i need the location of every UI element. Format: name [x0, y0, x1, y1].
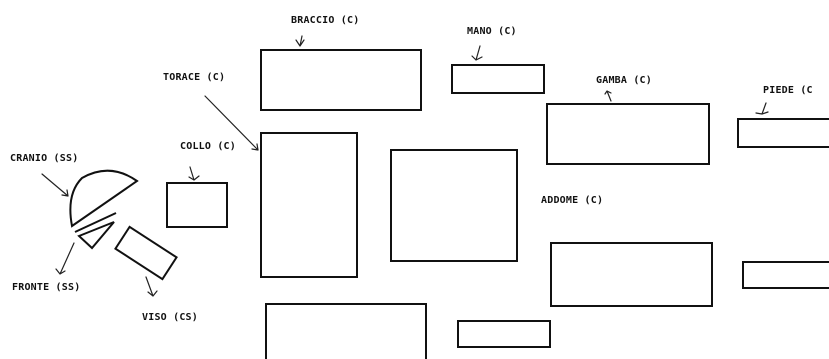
- arrow-collo: [189, 167, 199, 180]
- viso-box: [115, 227, 176, 279]
- label-fronte: FRONTE (SS): [12, 282, 80, 293]
- piede-box-lower: [743, 262, 829, 288]
- label-cranio: CRANIO (SS): [10, 153, 78, 164]
- arrow-gamba: [605, 91, 611, 101]
- collo-box: [167, 183, 227, 227]
- label-piede: PIEDE (C: [763, 85, 813, 96]
- label-torace: TORACE (C): [163, 72, 225, 83]
- gamba-box-lower: [551, 243, 712, 306]
- mano-box: [452, 65, 544, 93]
- torace-box: [261, 133, 357, 277]
- mano-box-lower: [458, 321, 550, 347]
- braccio-box-lower: [266, 304, 426, 359]
- arrow-fronte: [56, 243, 74, 274]
- arrow-braccio: [296, 36, 304, 46]
- label-gamba: GAMBA (C): [596, 75, 652, 86]
- addome-box: [391, 150, 517, 261]
- arrow-piede: [756, 103, 768, 114]
- label-addome: ADDOME (C): [541, 195, 603, 206]
- braccio-box: [261, 50, 421, 110]
- fronte-shape: [79, 222, 114, 248]
- arrow-cranio: [42, 174, 68, 196]
- gamba-box-upper: [547, 104, 709, 164]
- label-mano: MANO (C): [467, 26, 517, 37]
- label-braccio: BRACCIO (C): [291, 15, 359, 26]
- piede-box-upper: [738, 119, 829, 147]
- label-collo: COLLO (C): [180, 141, 236, 152]
- label-viso: VISO (CS): [142, 312, 198, 323]
- arrow-mano: [472, 46, 482, 60]
- arrow-viso: [146, 277, 157, 296]
- viso-shape: [115, 227, 176, 279]
